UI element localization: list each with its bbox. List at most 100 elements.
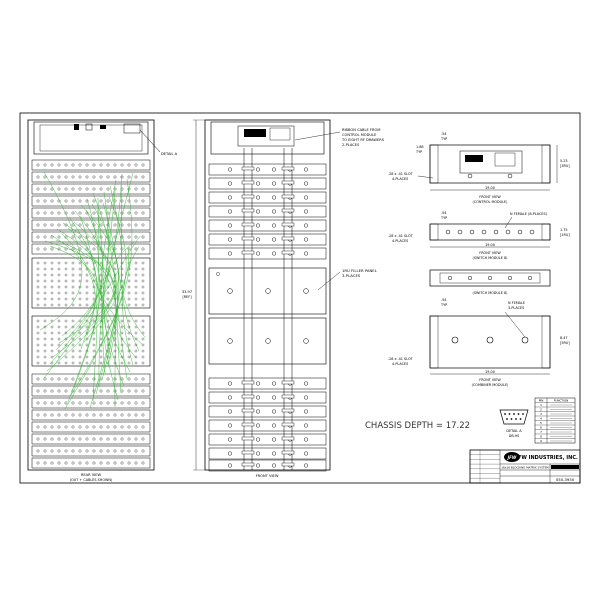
ribbon-note-1: RIBBON CABLE FROM	[342, 128, 380, 132]
grid-port	[36, 267, 40, 271]
grid-port	[57, 303, 61, 307]
front-connector	[255, 181, 261, 186]
cm-slot-note-1: .28 x .41 SLOT	[388, 172, 414, 176]
grid-port	[57, 291, 61, 295]
title-block: JFW JFW INDUSTRIES, INC. 16x16 BLOCKING …	[469, 449, 581, 484]
rear-port	[64, 389, 68, 393]
rf-cable	[55, 191, 109, 351]
rear-port	[127, 413, 131, 417]
rear-port	[127, 389, 131, 393]
grid-port	[71, 279, 75, 283]
rear-port	[120, 401, 124, 405]
cb-dim-right-2: [5RU]	[560, 341, 570, 345]
front-connector	[271, 381, 277, 386]
rear-view: DETAIL A REAR VIEW (OUT + CABLES SHOWN)	[27, 119, 178, 482]
switch-connector	[487, 275, 493, 281]
rear-drawer	[31, 183, 151, 195]
grid-port	[85, 273, 89, 277]
grid-port	[36, 331, 40, 335]
front-control-module	[210, 121, 325, 155]
rear-port	[43, 389, 47, 393]
rear-port	[64, 377, 68, 381]
rear-port	[113, 187, 117, 191]
rear-port	[99, 163, 103, 167]
overall-height-ref: [REF]	[182, 295, 192, 299]
front-connector	[303, 223, 309, 228]
grid-port	[85, 303, 89, 307]
rear-port	[127, 401, 131, 405]
grid-port	[78, 303, 82, 307]
front-connector	[255, 223, 261, 228]
n-female-connector	[493, 229, 499, 235]
rear-drawer	[31, 385, 151, 397]
grid-port	[57, 279, 61, 283]
rf-cable	[120, 184, 140, 352]
grid-port	[120, 361, 124, 365]
grid-port	[127, 355, 131, 359]
rear-port	[50, 413, 54, 417]
mm-conn-note: N FEMALE (8-PLACES)	[510, 212, 548, 216]
grid-port	[71, 297, 75, 301]
ribbon-clip	[281, 250, 295, 255]
rear-port	[92, 449, 96, 453]
rear-port	[92, 413, 96, 417]
front-drawer	[208, 177, 327, 190]
rear-port	[71, 377, 75, 381]
rear-port	[57, 175, 61, 179]
control-module-lcd	[465, 155, 483, 162]
grid-port	[106, 319, 110, 323]
grid-port	[43, 261, 47, 265]
grid-port	[92, 285, 96, 289]
rear-port	[141, 211, 145, 215]
jfw-logo-text: JFW	[507, 455, 517, 460]
ribbon-clip	[241, 236, 255, 241]
grid-port	[99, 349, 103, 353]
pin-number: 4	[540, 416, 542, 420]
drawing-title: 16x16 BLOCKING MATRIX SYSTEM	[501, 466, 549, 470]
cm-dim-left-1: 1.88	[416, 145, 424, 149]
front-connector	[303, 251, 309, 256]
rf-cable	[97, 197, 131, 373]
cb-dim-top-tol: TYP	[440, 303, 447, 307]
n-female-connector	[505, 229, 511, 235]
ribbon-clip	[281, 436, 295, 441]
rear-port	[71, 401, 75, 405]
rear-port	[78, 223, 82, 227]
rear-port	[127, 163, 131, 167]
db9-label-2: DB-9S	[509, 434, 519, 438]
rf-cable	[73, 221, 118, 381]
n-female-connector	[481, 229, 487, 235]
front-connector	[303, 409, 309, 414]
grid-port	[141, 355, 145, 359]
rf-cable	[83, 247, 129, 343]
front-connector	[255, 167, 261, 172]
grid-port	[106, 297, 110, 301]
rear-drawer	[31, 433, 151, 445]
cm-slot-leader	[417, 175, 434, 179]
rear-port	[57, 223, 61, 227]
combiner-module-ear-right	[541, 315, 551, 369]
mm-slot-note-2: 4-PLACES	[392, 239, 408, 243]
rear-port	[36, 187, 40, 191]
pin-table-header-function: FUNCTION	[554, 398, 569, 402]
front-connector	[271, 251, 277, 256]
rear-drawers	[31, 159, 151, 469]
revision-block	[469, 449, 501, 484]
grid-port	[134, 273, 138, 277]
rf-cable	[80, 198, 100, 350]
cb-width: 19.00	[485, 370, 495, 374]
matrix-module-ear-left	[429, 223, 439, 241]
db9-pin	[517, 413, 520, 415]
cb-slot-note-2: 4-PLACES	[392, 362, 408, 366]
rear-drawer	[31, 219, 151, 231]
ribbon-clip	[281, 450, 295, 455]
rear-port	[64, 425, 68, 429]
rear-port	[92, 187, 96, 191]
rear-port	[92, 425, 96, 429]
rear-port	[50, 377, 54, 381]
rear-rack-frame	[27, 119, 155, 471]
rear-port	[57, 461, 61, 465]
rf-cable	[50, 234, 98, 402]
rear-port	[36, 235, 40, 239]
rear-port	[134, 247, 138, 251]
